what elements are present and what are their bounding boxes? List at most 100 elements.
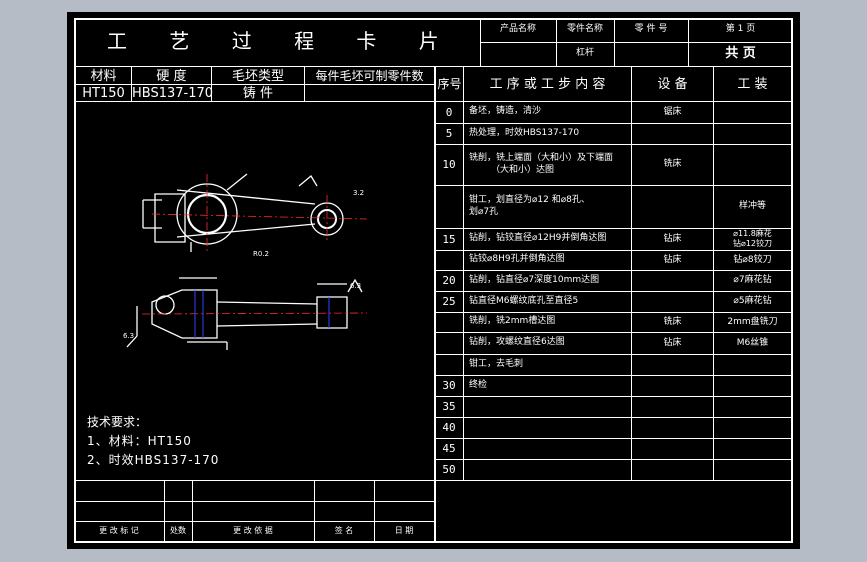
frame-left	[74, 18, 76, 543]
blank-type-value: 铸 件	[242, 86, 274, 101]
row-content: 钳工，去毛刺	[469, 358, 524, 369]
split-line	[434, 67, 436, 541]
process-v2	[631, 67, 632, 481]
roughness-label: 6.3	[123, 332, 134, 340]
content-header: 工 序 或 工 步 内 容	[489, 77, 606, 92]
row-equipment: 钻床	[663, 233, 682, 244]
row-seq: 25	[442, 295, 456, 308]
part-no-label: 零 件 号	[634, 24, 668, 34]
row-seq: 40	[442, 421, 456, 434]
material-mid	[74, 84, 434, 85]
date-label: 日 期	[394, 526, 414, 535]
header-v3	[614, 18, 615, 67]
row-equipment: 铣床	[663, 159, 682, 169]
row-content: 钻削，钻铰直径⌀12H9并倒角达图	[469, 233, 607, 243]
row-tooling: ⌀7麻花钻	[733, 275, 772, 285]
row-line	[434, 480, 793, 481]
part-name-label: 零件名称	[566, 24, 603, 34]
row-content: 热处理，时效HBS137-170	[469, 127, 580, 138]
row-seq: 35	[442, 400, 456, 413]
roughness-label: 6.3	[350, 282, 361, 290]
row-seq: 0	[445, 105, 453, 119]
row-tooling: M6丝锥	[736, 337, 769, 348]
row-line	[434, 228, 793, 229]
revision-mid	[74, 501, 435, 502]
product-name-label: 产品名称	[499, 24, 536, 34]
material-v2	[211, 67, 212, 102]
section-hatch	[194, 290, 330, 338]
blank-type-header: 毛坯类型	[231, 69, 284, 84]
header-v4	[688, 18, 689, 67]
row-line	[434, 250, 793, 251]
row-line	[434, 375, 793, 376]
header-divider	[74, 66, 793, 67]
card-title: 工 艺 过 程 卡 片	[107, 29, 457, 53]
header-v2	[556, 18, 557, 67]
revision-top	[74, 480, 435, 481]
row-content: （大和小）达图	[491, 165, 555, 175]
header-v1	[480, 18, 481, 67]
frame-top	[74, 18, 793, 20]
equipment-header: 设 备	[657, 77, 688, 92]
row-seq: 30	[442, 379, 456, 392]
page-label: 第 1 页	[725, 24, 756, 34]
revision-v3	[314, 480, 315, 541]
row-content: 钻削，攻螺纹直径6达图	[469, 337, 565, 347]
hardness-header: 硬 度	[156, 69, 187, 84]
drawing-sheet: 工 艺 过 程 卡 片 产品名称 零件名称 零 件 号 第 1 页 杠杆 共 页…	[67, 12, 800, 549]
signature-label: 签 名	[334, 526, 354, 535]
row-line	[434, 438, 793, 439]
row-content: 备坯，铸造，清沙	[469, 106, 542, 116]
material-bottom	[74, 101, 793, 102]
row-line	[434, 185, 793, 186]
revision-mark-label: 更 改 标 记	[99, 526, 139, 535]
row-content: 钻削，钻直径⌀7深度10mm达图	[469, 274, 600, 285]
revision-mid2	[74, 521, 435, 522]
row-seq: 45	[442, 442, 456, 455]
revision-v2	[192, 480, 193, 541]
row-line	[434, 270, 793, 271]
frame-bottom	[74, 541, 793, 543]
parts-per-blank-header: 每件毛坯可制零件数	[315, 69, 424, 83]
row-seq: 5	[445, 127, 453, 140]
material-v3	[304, 67, 305, 102]
revision-basis-label: 更 改 依 据	[233, 526, 273, 535]
revision-count-label: 处数	[170, 526, 186, 535]
row-content: 钻铰⌀8H9孔并倒角达图	[469, 254, 565, 264]
row-tooling: 样冲等	[738, 201, 766, 211]
centerlines	[141, 174, 368, 315]
tech-requirements-title: 技术要求：	[87, 415, 148, 429]
material-header: 材料	[90, 69, 117, 84]
row-line	[434, 459, 793, 460]
row-tooling: ⌀5麻花钻	[733, 296, 772, 306]
row-line	[434, 396, 793, 397]
lever-front-view	[126, 277, 363, 350]
row-equipment: 钻床	[663, 337, 682, 348]
tooling-header: 工 装	[737, 77, 768, 92]
part-drawing: R0.2 3.2 6.3 6.3	[123, 173, 368, 350]
row-seq: 15	[442, 232, 456, 246]
row-line	[434, 123, 793, 124]
row-line	[434, 354, 793, 355]
row-line	[434, 144, 793, 145]
row-line	[434, 291, 793, 292]
seq-header: 序号	[437, 77, 462, 91]
row-tooling: 钻⌀12铰刀	[733, 238, 772, 248]
row-equipment: 钻床	[663, 254, 682, 265]
row-content: 划⌀7孔	[469, 207, 499, 217]
part-name-value: 杠杆	[575, 48, 594, 58]
row-content: 终检	[469, 379, 488, 390]
total-pages-label: 共 页	[725, 46, 756, 61]
process-v1	[463, 67, 464, 481]
row-seq: 50	[442, 463, 456, 476]
tech-requirement-item: 1、材料：HT150	[87, 434, 192, 448]
row-line	[434, 417, 793, 418]
row-line	[434, 332, 793, 333]
row-tooling: 2mm盘铣刀	[727, 316, 778, 327]
row-content: 钻直径M6螺纹底孔至直径5	[469, 295, 579, 306]
row-equipment: 锯床	[663, 106, 682, 117]
lever-top-view	[142, 173, 344, 252]
row-tooling: ⌀11.8麻花	[733, 228, 772, 238]
row-tooling: 钻⌀8铰刀	[733, 254, 772, 265]
revision-v4	[374, 480, 375, 541]
